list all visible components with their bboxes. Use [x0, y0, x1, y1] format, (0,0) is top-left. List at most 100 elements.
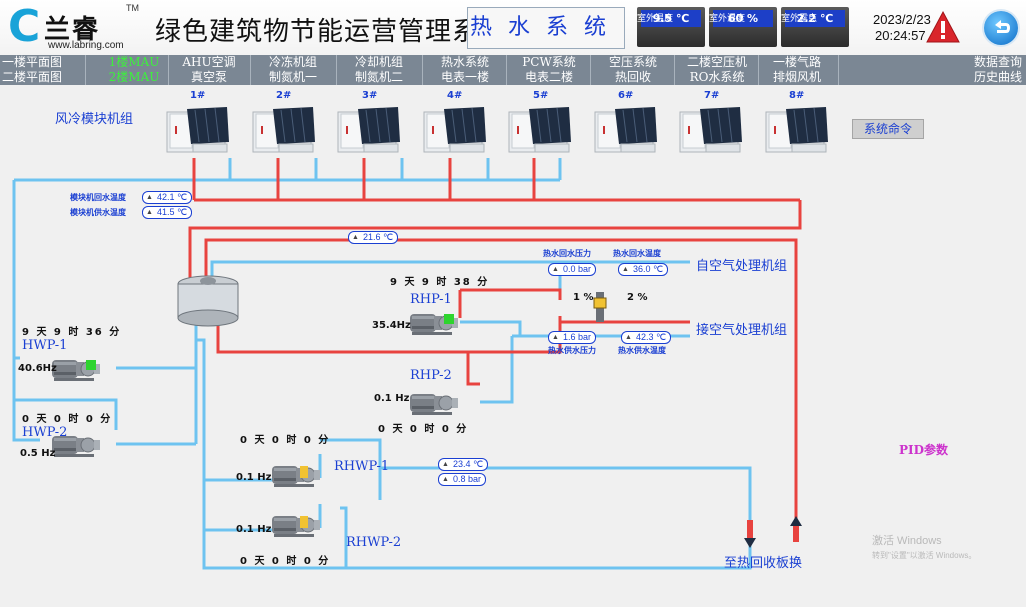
datetime-display: 2023/2/23 20:24:57 — [873, 12, 931, 44]
nav-row-2: 二楼平面图 2楼MAU 真空泵 制氮机一 制氮机二 电表一楼 电表二楼 热回收 … — [0, 70, 1026, 85]
outdoor-temperature-value: 9.5 ℃ — [641, 10, 701, 27]
nav-heat-recovery[interactable]: 热回收 — [614, 70, 651, 84]
hwp2-frequency: 0.5 Hz — [20, 448, 56, 459]
rhp2-runtime: 0 天 0 时 0 分 — [378, 424, 469, 435]
outdoor-dewpoint-value: 2.2 ℃ — [785, 10, 845, 27]
hot-return-temp-value: 36.0 ℃ — [618, 263, 669, 276]
nav-pcw[interactable]: PCW系统 — [522, 55, 576, 69]
date-text: 2023/2/23 — [873, 12, 931, 27]
pid-parameters-button[interactable]: PID参数 — [899, 443, 949, 457]
nav-floor1-mau[interactable]: 1楼MAU — [108, 55, 160, 69]
tank-inlet-temp-value: 21.6 ℃ — [348, 231, 399, 244]
nav-row-1: 一楼平面图 1楼MAU AHU空调 冷冻机组 冷却机组 热水系统 PCW系统 空… — [0, 55, 1026, 70]
control-valve[interactable] — [593, 292, 607, 322]
nav-air-compression[interactable]: 空压系统 — [608, 55, 657, 69]
chiller-unit-7[interactable] — [679, 106, 743, 153]
heat-recovery-label: 至热回收板换 — [724, 556, 803, 571]
nav-chiller[interactable]: 冷冻机组 — [268, 55, 317, 69]
chiller-unit-2[interactable] — [252, 106, 316, 153]
nav-nitrogen-2[interactable]: 制氮机二 — [354, 70, 403, 84]
app-title: 绿色建筑物节能运营管理系统 — [155, 17, 507, 47]
chiller-unit-5[interactable] — [508, 106, 572, 153]
nav-divider — [758, 55, 759, 85]
nav-ahu[interactable]: AHU空调 — [182, 55, 236, 69]
nav-floor2-plan[interactable]: 二楼平面图 — [2, 70, 63, 84]
cold-water-pipes — [12, 158, 752, 570]
outdoor-temperature-panel: 室外温度 9.5 ℃ — [637, 7, 705, 47]
unit-label-3: 3# — [362, 90, 378, 101]
nav-divider — [590, 55, 591, 85]
hot-water-pipes — [188, 158, 802, 530]
outdoor-dewpoint-label: 室外露点 — [781, 14, 818, 24]
to-ahu-label: 接空气处理机组 — [696, 323, 788, 338]
air-cooled-module-title: 风冷模块机组 — [55, 112, 134, 127]
rhwp2-name: RHWP-2 — [346, 535, 402, 550]
nav-nitrogen-1[interactable]: 制氮机一 — [268, 70, 317, 84]
nav-meter-floor1[interactable]: 电表一楼 — [440, 70, 489, 84]
hot-water-tank[interactable] — [177, 275, 239, 327]
outdoor-humidity-value: 60 % — [713, 10, 773, 27]
module-supply-temp-value: 41.5 ℃ — [142, 206, 193, 219]
system-command-button[interactable]: 系统命令 — [852, 119, 924, 139]
outdoor-humidity-label: 室外湿度 — [709, 14, 746, 24]
hot-return-pressure-label: 热水回水压力 — [543, 249, 591, 258]
pump-hwp-1[interactable] — [51, 359, 101, 382]
heat-recovery-arrow-up-icon — [790, 516, 802, 542]
heat-recovery-arrow-down-icon — [744, 520, 756, 548]
rhp1-runtime: 9 天 9 时 38 分 — [390, 277, 490, 288]
nav-cooling-unit[interactable]: 冷却机组 — [354, 55, 403, 69]
windows-activation-watermark: 激活 Windows 转到"设置"以激活 Windows。 — [872, 534, 976, 563]
from-ahu-label: 自空气处理机组 — [696, 259, 788, 274]
chiller-unit-4[interactable] — [423, 106, 487, 153]
pump-rhwp-1[interactable] — [271, 465, 321, 488]
nav-ro-water[interactable]: RO水系统 — [689, 70, 745, 84]
nav-floor1-plan[interactable]: 一楼平面图 — [2, 55, 63, 69]
nav-floor1-gas[interactable]: 一楼气路 — [772, 55, 821, 69]
nav-meter-floor2[interactable]: 电表二楼 — [524, 70, 573, 84]
back-arrow-icon[interactable] — [984, 11, 1018, 45]
unit-label-4: 4# — [447, 90, 463, 101]
nav-history-curve[interactable]: 历史曲线 — [973, 70, 1022, 84]
nav-divider — [838, 55, 839, 85]
nav-divider — [168, 55, 169, 85]
nav-floor2-mau[interactable]: 2楼MAU — [108, 70, 160, 84]
pump-rhwp-2[interactable] — [271, 515, 321, 538]
nav-smoke-fan[interactable]: 排烟风机 — [772, 70, 821, 84]
nav-data-query[interactable]: 数据查询 — [973, 55, 1022, 69]
logo-url: www.labring.com — [48, 40, 124, 51]
module-return-temp-label: 模块机回水温度 — [70, 193, 126, 202]
hot-supply-temp-label: 热水供水温度 — [618, 346, 666, 355]
rhwp-temp-value: 23.4 ℃ — [438, 458, 489, 471]
hot-supply-temp-value: 42.3 ℃ — [621, 331, 672, 344]
hot-return-temp-label: 热水回水温度 — [613, 249, 661, 258]
nav-divider — [674, 55, 675, 85]
nav-vacuum-pump[interactable]: 真空泵 — [190, 70, 227, 84]
nav-hot-water[interactable]: 热水系统 — [440, 55, 489, 69]
nav-floor2-compressor[interactable]: 二楼空压机 — [686, 55, 747, 69]
module-return-temp-value: 42.1 ℃ — [142, 191, 193, 204]
rhwp1-frequency: 0.1 Hz — [236, 472, 272, 483]
hwp1-frequency: 40.6Hz — [18, 363, 57, 374]
nav-divider — [250, 55, 251, 85]
pump-rhp-1[interactable] — [409, 313, 459, 336]
unit-label-8: 8# — [789, 90, 805, 101]
rhwp2-frequency: 0.1 Hz — [236, 524, 272, 535]
rhwp1-name: RHWP-1 — [334, 459, 390, 474]
unit-label-6: 6# — [618, 90, 634, 101]
chiller-unit-6[interactable] — [594, 106, 658, 153]
company-logo: C 兰睿 www.labring.com TM — [6, 3, 146, 53]
pump-rhp-2[interactable] — [409, 393, 459, 416]
nav-divider — [85, 55, 86, 85]
rhp2-name: RHP-2 — [410, 368, 452, 383]
chiller-unit-1[interactable] — [166, 106, 230, 153]
hot-return-pressure-value: 0.0 bar — [548, 263, 597, 276]
chiller-unit-8[interactable] — [765, 106, 829, 153]
nav-divider — [506, 55, 507, 85]
module-supply-temp-label: 模块机供水温度 — [70, 208, 126, 217]
alarm-warning-icon[interactable] — [925, 10, 961, 44]
rhp1-frequency: 35.4Hz — [372, 320, 411, 331]
watermark-line1: 激活 Windows — [872, 535, 942, 547]
chiller-unit-3[interactable] — [337, 106, 401, 153]
rhwp2-runtime: 0 天 0 时 0 分 — [240, 556, 331, 567]
